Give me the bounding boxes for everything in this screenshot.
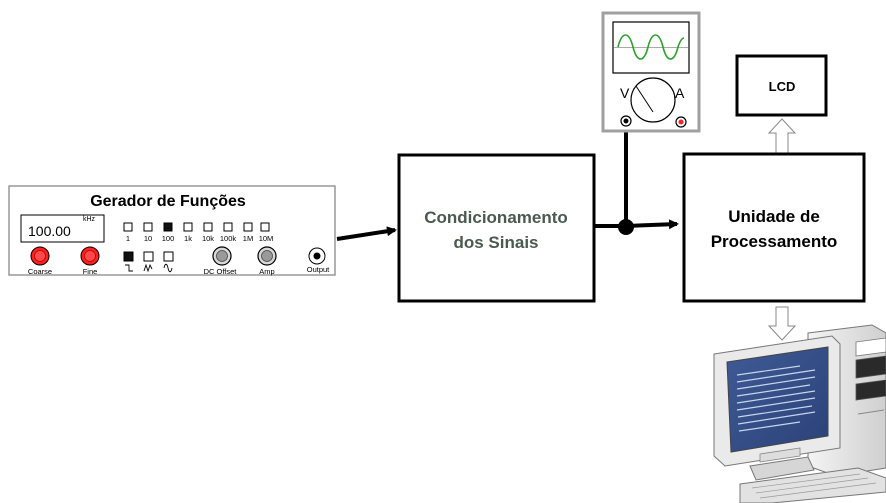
amp-knob[interactable] (257, 246, 277, 266)
range-button-1[interactable] (123, 222, 133, 232)
triangle-wave-icon (143, 263, 153, 273)
dc-offset-label: DC Offset (204, 267, 238, 276)
range-label: 10k (202, 234, 214, 243)
conditioning-block: Condicionamento dos Sinais (397, 153, 596, 303)
conditioning-label-line2: dos Sinais (453, 233, 538, 252)
scope-v-label: V (620, 85, 630, 101)
output-label: Output (307, 265, 330, 274)
waveform-buttons (123, 251, 174, 273)
up-arrow-icon (767, 118, 797, 155)
range-label: 1k (184, 234, 192, 243)
conditioning-label-line1: Condicionamento (424, 208, 568, 227)
scope-dial[interactable] (630, 77, 676, 123)
junction-to-processing-arrow (625, 219, 679, 230)
computer-icon (713, 324, 886, 503)
generator-to-conditioning-arrow (336, 226, 397, 241)
function-generator: Gerador de Funções 100.00 kHz 1 10 100 1… (8, 185, 336, 276)
waveform-button-triangle[interactable] (143, 251, 154, 262)
fine-knob[interactable] (80, 246, 100, 266)
range-button-10[interactable] (143, 222, 153, 232)
down-arrow-icon (767, 306, 797, 341)
oscilloscope: V A (601, 11, 701, 133)
range-label: 1 (126, 234, 130, 243)
generator-title: Gerador de Funções (90, 193, 246, 210)
frequency-value: 100.00 (28, 223, 71, 239)
dc-offset-knob[interactable] (212, 246, 232, 266)
output-jack[interactable] (308, 247, 326, 265)
amp-label: Amp (259, 267, 274, 276)
scope-dial-needle (635, 85, 654, 113)
junction-dot (618, 219, 634, 235)
range-button-100[interactable] (163, 222, 173, 232)
waveform-button-sine[interactable] (163, 251, 174, 262)
monitor-screen (726, 346, 829, 453)
range-label: 100 (162, 234, 175, 243)
frequency-unit: kHz (83, 216, 96, 223)
frequency-display: 100.00 kHz (20, 214, 105, 243)
range-button-100k[interactable] (223, 222, 233, 232)
coarse-knob[interactable] (30, 246, 50, 266)
lcd-block: LCD (735, 54, 828, 117)
range-label: 10M (259, 234, 274, 243)
waveform-button-square[interactable] (123, 251, 134, 262)
processing-label-line1: Unidade de (728, 207, 820, 226)
sine-wave-icon (163, 263, 173, 273)
range-button-10k[interactable] (203, 222, 213, 232)
range-button-1k[interactable] (183, 222, 193, 232)
scope-a-label: A (675, 85, 685, 101)
range-label: 1M (243, 234, 253, 243)
coarse-label: Coarse (28, 267, 52, 276)
screen-text-lines (736, 365, 816, 432)
square-wave-icon (125, 264, 133, 272)
sine-wave-icon (617, 34, 685, 60)
keyboard-keys (751, 473, 877, 499)
range-label: 10 (144, 234, 152, 243)
monitor-stand (749, 456, 815, 481)
lcd-label: LCD (769, 79, 796, 94)
processing-label-line2: Processamento (711, 232, 838, 251)
processing-block: Unidade de Processamento (682, 152, 866, 303)
fine-label: Fine (83, 267, 98, 276)
range-label: 100k (220, 234, 237, 243)
range-button-10m[interactable] (260, 222, 270, 232)
range-buttons: 1 10 100 1k 10k 100k 1M 10M (123, 222, 274, 243)
range-button-1m[interactable] (243, 222, 253, 232)
